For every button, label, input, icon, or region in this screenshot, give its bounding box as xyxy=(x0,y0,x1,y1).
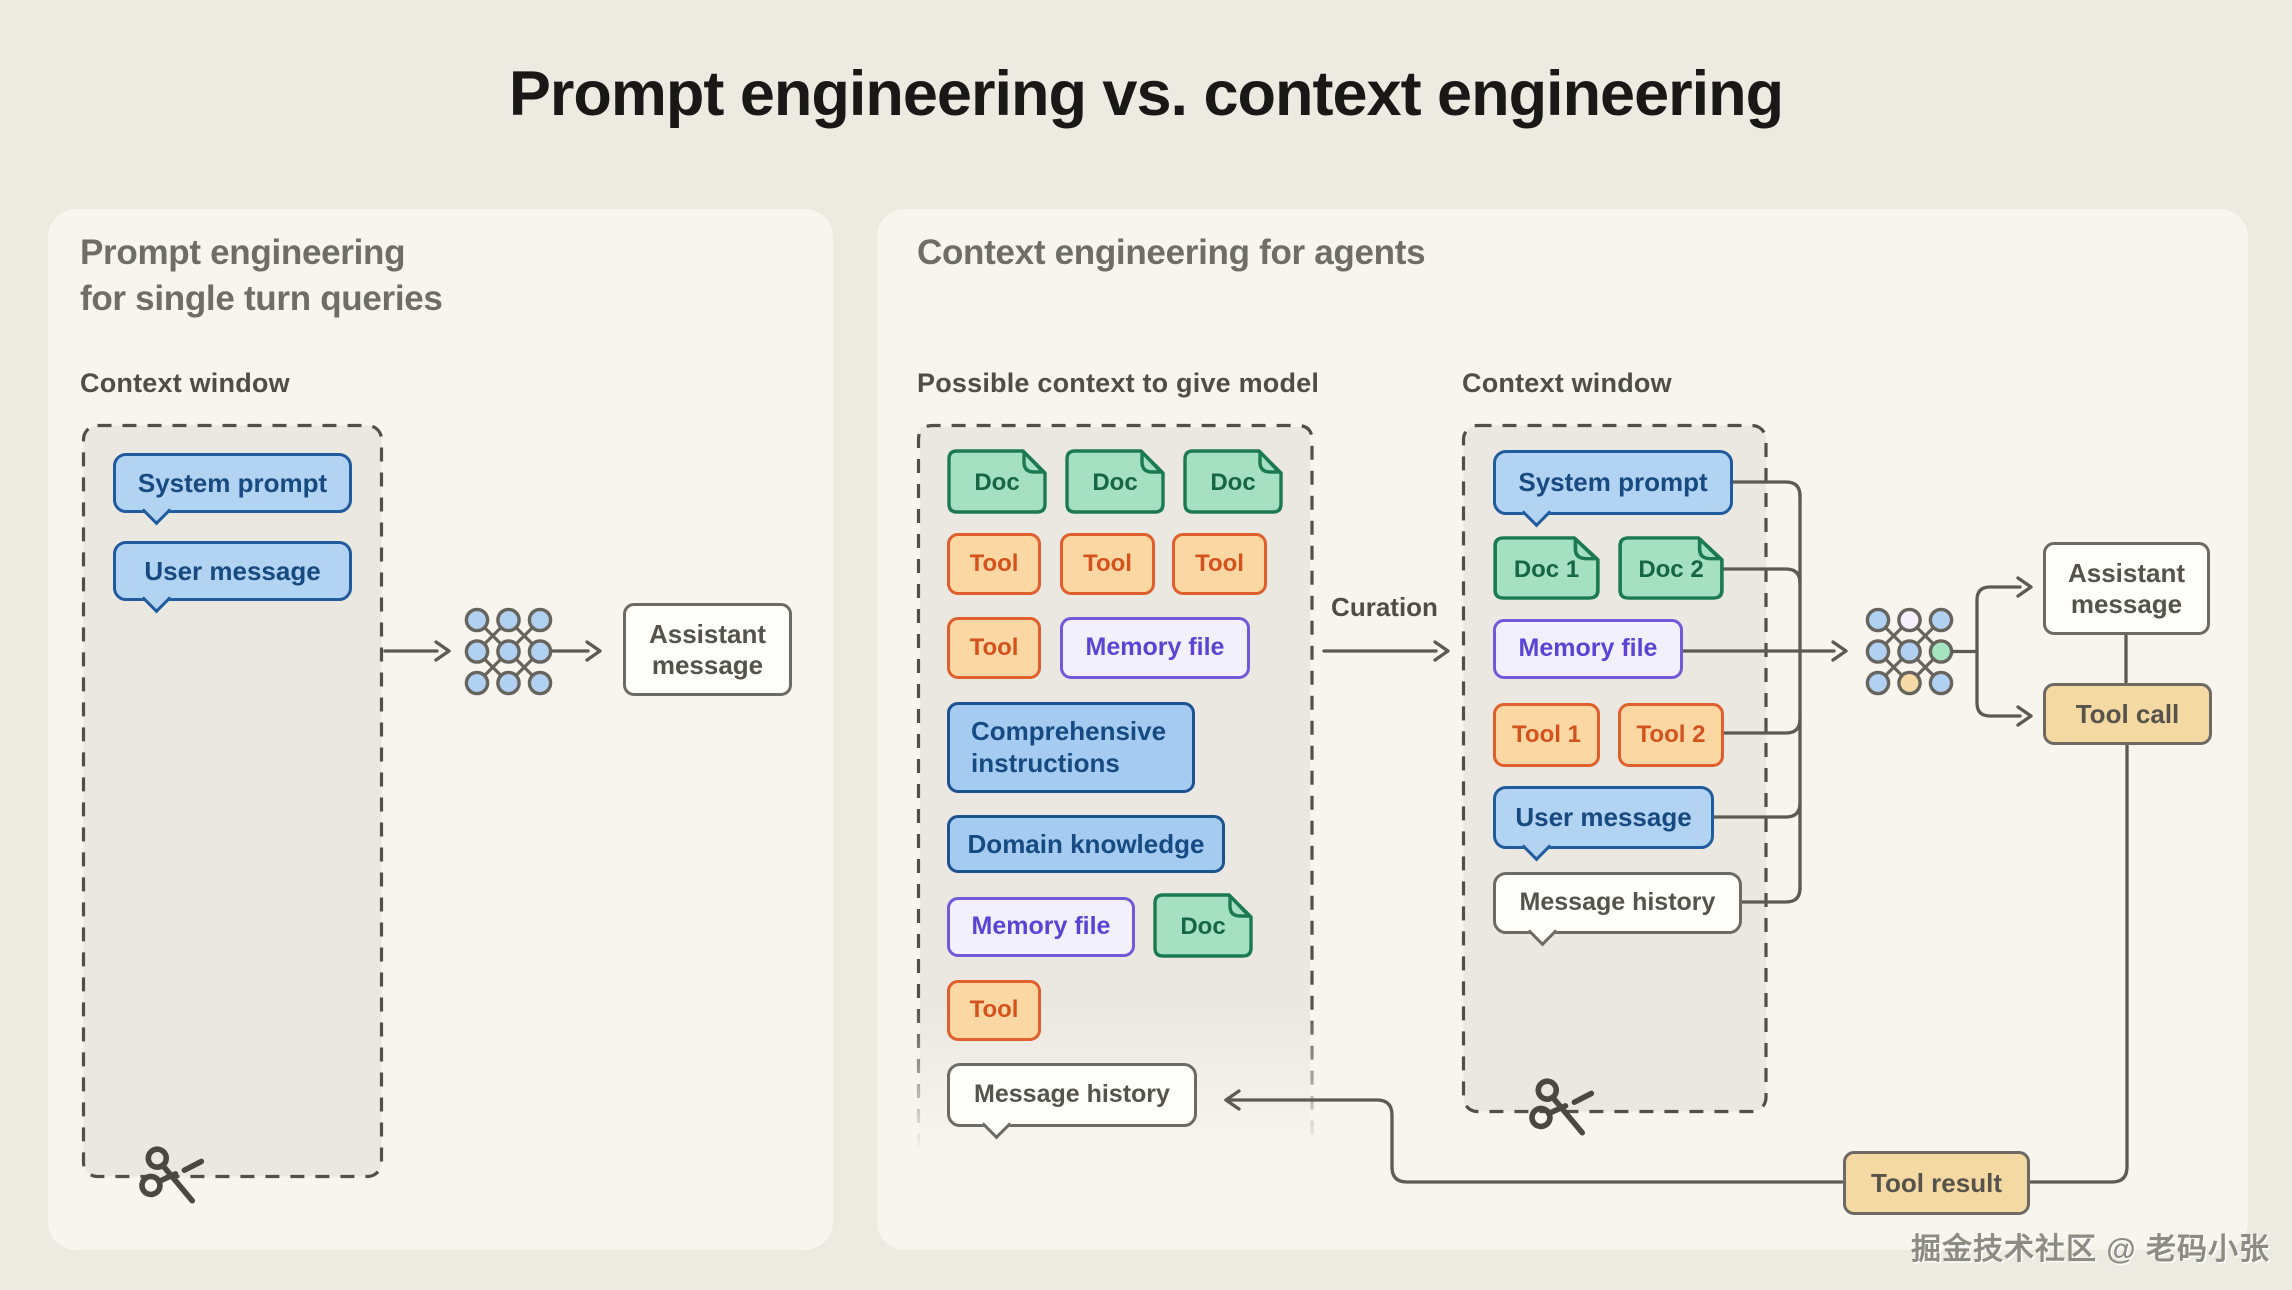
memory-file-node: Memory file xyxy=(947,897,1135,957)
assistant-message-node: Assistant message xyxy=(623,603,792,696)
left-panel-heading: Prompt engineering for single turn queri… xyxy=(80,230,443,322)
domain-knowledge-node: Domain knowledge xyxy=(947,815,1225,873)
tool-node: Tool xyxy=(947,980,1041,1041)
doc-node: Doc xyxy=(1153,893,1253,958)
doc-node: Doc xyxy=(1183,449,1283,514)
doc-node: Doc xyxy=(1065,449,1165,514)
document-icon xyxy=(1618,536,1724,600)
system-prompt-node: System prompt xyxy=(113,453,352,526)
tool-result-loop-lines xyxy=(1224,744,2129,1184)
right-context-window-label: Context window xyxy=(1462,368,1672,398)
left-context-window-box xyxy=(81,423,384,1179)
scissors-icon xyxy=(139,1146,205,1204)
comprehensive-instructions-node: Comprehensive instructions xyxy=(947,702,1195,793)
assistant-message-node: Assistant message xyxy=(2043,542,2210,635)
possible-context-label: Possible context to give model xyxy=(917,368,1320,398)
user-message-node: User message xyxy=(1493,786,1714,862)
left-panel-heading-line2: for single turn queries xyxy=(80,279,443,318)
left-context-window-label: Context window xyxy=(80,368,290,398)
watermark: 掘金技术社区 @ 老码小张 xyxy=(1911,1233,2270,1266)
left-flow-arrows xyxy=(383,640,602,662)
doc-node: Doc xyxy=(947,449,1047,514)
context-window-bus-lines xyxy=(1681,480,1848,904)
document-icon xyxy=(1493,536,1600,600)
tool-node: Tool xyxy=(1060,533,1155,595)
memory-file-node: Memory file xyxy=(1493,619,1683,679)
document-icon xyxy=(1183,449,1283,514)
message-history-node: Message history xyxy=(947,1063,1197,1140)
model-icon-right xyxy=(1865,607,1954,696)
scissors-icon xyxy=(1529,1078,1595,1136)
doc2-node: Doc 2 xyxy=(1618,536,1724,600)
doc1-node: Doc 1 xyxy=(1493,536,1600,600)
tool-node: Tool xyxy=(947,533,1041,595)
tool1-node: Tool 1 xyxy=(1493,703,1600,767)
tool-call-node: Tool call xyxy=(2043,683,2212,745)
possible-context-box-border xyxy=(916,423,1314,1148)
curation-label: Curation xyxy=(1331,592,1438,622)
tool2-node: Tool 2 xyxy=(1618,703,1724,767)
document-icon xyxy=(947,449,1047,514)
model-icon-left xyxy=(464,607,553,696)
curation-arrow xyxy=(1322,640,1450,662)
user-message-node: User message xyxy=(113,541,352,614)
tool-node: Tool xyxy=(947,617,1041,679)
document-icon xyxy=(1065,449,1165,514)
right-context-window-box xyxy=(1461,423,1768,1114)
page-title: Prompt engineering vs. context engineeri… xyxy=(508,59,1784,129)
left-panel-heading-line1: Prompt engineering xyxy=(80,233,406,272)
tool-result-node: Tool result xyxy=(1843,1151,2030,1215)
message-history-node: Message history xyxy=(1493,872,1742,947)
memory-file-node: Memory file xyxy=(1060,617,1250,679)
output-branch-lines xyxy=(1951,576,2128,727)
system-prompt-node: System prompt xyxy=(1493,450,1733,528)
right-panel-heading: Context engineering for agents xyxy=(917,233,1426,272)
document-icon xyxy=(1153,893,1253,958)
tool-node: Tool xyxy=(1172,533,1267,595)
